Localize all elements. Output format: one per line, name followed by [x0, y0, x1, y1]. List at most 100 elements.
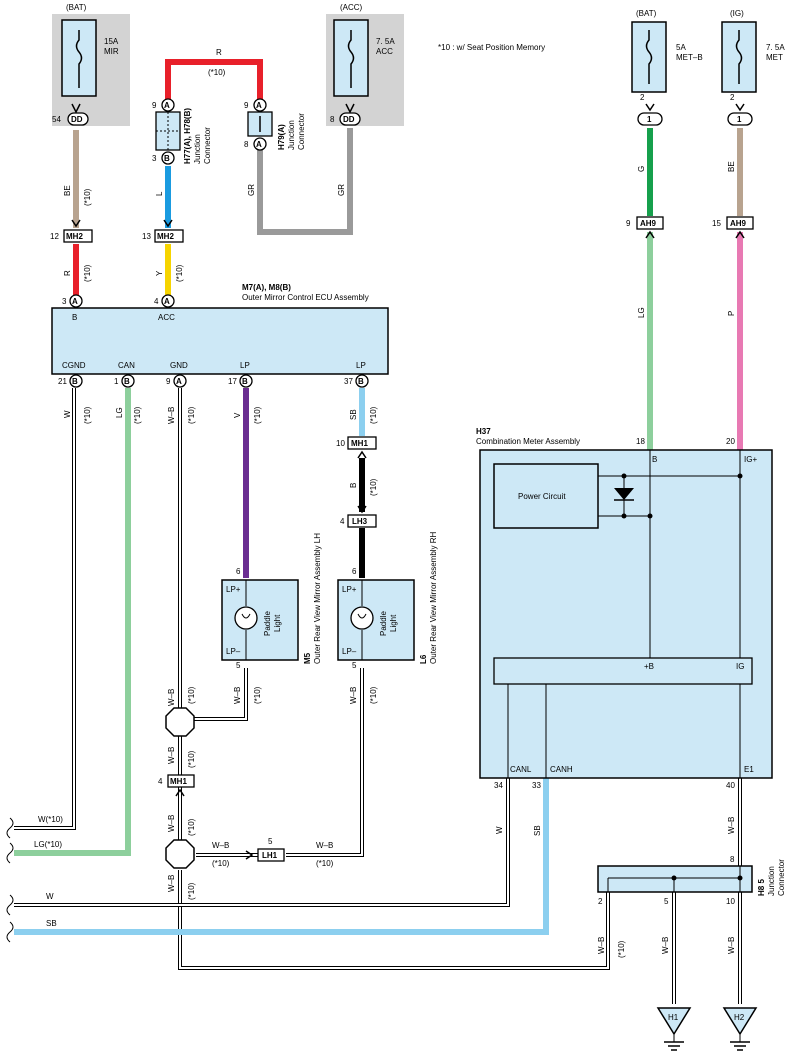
seat-memory-note: *10 : w/ Seat Position Memory [438, 43, 545, 52]
svg-text:7. 5A: 7. 5A [376, 37, 395, 46]
svg-text:W: W [63, 410, 72, 418]
wire-w-canl [14, 778, 510, 907]
combination-meter: H37 Combination Meter Assembly 18 20 B I… [476, 427, 773, 790]
svg-text:MH1: MH1 [351, 439, 368, 448]
svg-text:B: B [124, 377, 130, 386]
svg-text:1: 1 [737, 115, 742, 124]
svg-text:(*10): (*10) [187, 686, 196, 704]
svg-text:(*10): (*10) [83, 264, 92, 282]
svg-text:(*10): (*10) [187, 818, 196, 836]
svg-text:10: 10 [726, 897, 735, 906]
outer-mirror-control-ecu: M7(A), M8(B) Outer Mirror Control ECU As… [51, 283, 389, 388]
svg-text:BE: BE [63, 185, 72, 196]
svg-text:A: A [256, 101, 262, 110]
svg-text:Y: Y [155, 270, 164, 276]
svg-text:5: 5 [664, 897, 669, 906]
svg-text:21: 21 [58, 377, 67, 386]
svg-text:H37: H37 [476, 427, 491, 436]
connector-lh1: LH1 5 [245, 837, 285, 862]
svg-text:W–B: W–B [316, 841, 333, 850]
svg-text:MH1: MH1 [170, 777, 187, 786]
svg-text:LH3: LH3 [352, 517, 368, 526]
svg-text:(*10): (*10) [316, 859, 334, 868]
wire-r-junction [165, 59, 263, 100]
wire-gr [257, 128, 353, 235]
svg-text:18: 18 [636, 437, 645, 446]
connector-lh3: LH3 4 [340, 505, 377, 528]
svg-text:5A: 5A [676, 43, 686, 52]
svg-text:1: 1 [647, 115, 652, 124]
svg-text:34: 34 [494, 781, 503, 790]
svg-text:1: 1 [114, 377, 119, 386]
junction-h77-h78: 9 A B 3 H77(A), H78(B) Junction Connecto… [152, 98, 212, 165]
svg-text:(*10): (*10) [369, 686, 378, 704]
svg-text:Outer Rear View Mirror Assembl: Outer Rear View Mirror Assembly LH [313, 533, 322, 664]
svg-text:GND: GND [170, 361, 188, 370]
svg-text:SB: SB [46, 919, 57, 928]
svg-text:(*10): (*10) [187, 750, 196, 768]
svg-text:B: B [164, 154, 170, 163]
svg-text:Outer Mirror Control ECU Assem: Outer Mirror Control ECU Assembly [242, 293, 369, 302]
power-circuit [493, 463, 599, 529]
connector-ah9-9: AH9 9 [626, 216, 664, 239]
svg-text:B: B [72, 377, 78, 386]
svg-text:CAN: CAN [118, 361, 135, 370]
svg-text:Light: Light [273, 614, 282, 632]
svg-text:LP–: LP– [342, 647, 357, 656]
fuse-acc: (ACC) 7. 5A ACC DD 8 [330, 3, 395, 126]
svg-text:12: 12 [50, 232, 59, 241]
svg-text:H1: H1 [668, 1013, 679, 1022]
svg-text:2: 2 [598, 897, 603, 906]
svg-text:CANL: CANL [510, 765, 532, 774]
svg-text:MET: MET [766, 53, 783, 62]
fuse-icon [347, 30, 355, 88]
svg-text:8: 8 [730, 855, 735, 864]
wire-break-marks [6, 817, 14, 943]
svg-text:H77(A), H78(B): H77(A), H78(B) [183, 108, 192, 164]
svg-text:Connector: Connector [203, 127, 212, 164]
svg-text:LP+: LP+ [226, 585, 241, 594]
svg-text:H79(A): H79(A) [277, 124, 286, 150]
svg-text:4: 4 [154, 297, 159, 306]
svg-text:W–B: W–B [167, 815, 176, 832]
svg-text:Paddle: Paddle [263, 611, 272, 636]
svg-text:L6: L6 [419, 654, 428, 664]
svg-text:MH2: MH2 [157, 232, 174, 241]
svg-text:B: B [358, 377, 364, 386]
svg-text:W–B: W–B [349, 687, 358, 704]
svg-text:6: 6 [352, 567, 357, 576]
svg-text:LG(*10): LG(*10) [34, 840, 62, 849]
svg-text:W: W [495, 826, 504, 834]
svg-text:Junction: Junction [287, 120, 296, 150]
wire-lg-can [14, 388, 131, 856]
svg-text:LG: LG [637, 307, 646, 318]
svg-text:W: W [46, 892, 54, 901]
svg-text:4: 4 [340, 517, 345, 526]
svg-text:Paddle: Paddle [379, 611, 388, 636]
svg-text:W–B: W–B [167, 407, 176, 424]
svg-text:Light: Light [389, 614, 398, 632]
svg-text:Outer Rear View Mirror Assembl: Outer Rear View Mirror Assembly RH [429, 531, 438, 664]
fuse-icon [735, 30, 743, 84]
svg-text:LP+: LP+ [342, 585, 357, 594]
svg-text:B: B [72, 313, 77, 322]
label-r: R [216, 48, 222, 57]
svg-text:M7(A), M8(B): M7(A), M8(B) [242, 283, 291, 292]
svg-text:AH9: AH9 [640, 219, 657, 228]
svg-text:MIR: MIR [104, 47, 119, 56]
connector-mh1-4: MH1 4 [158, 774, 195, 797]
svg-text:54: 54 [52, 115, 61, 124]
svg-text:SB: SB [349, 409, 358, 420]
splice-point [165, 839, 195, 869]
svg-text:5: 5 [268, 837, 273, 846]
svg-text:(*10): (*10) [175, 264, 184, 282]
junction-h79: 9 A A 8 H79(A) Junction Connector [244, 98, 306, 151]
svg-text:W–B: W–B [661, 937, 670, 954]
svg-text:(IG): (IG) [730, 9, 744, 18]
fuse-met-b: (BAT) 5A MET–B 2 1 [631, 9, 703, 126]
mirror-lh: 6 LP+ Paddle Light LP– 5 M5 Outer Rear V… [221, 533, 322, 670]
svg-text:B: B [652, 455, 657, 464]
svg-text:9: 9 [152, 101, 157, 110]
fuse-met: (IG) 7. 5A MET 2 1 [721, 9, 785, 126]
svg-text:37: 37 [344, 377, 353, 386]
